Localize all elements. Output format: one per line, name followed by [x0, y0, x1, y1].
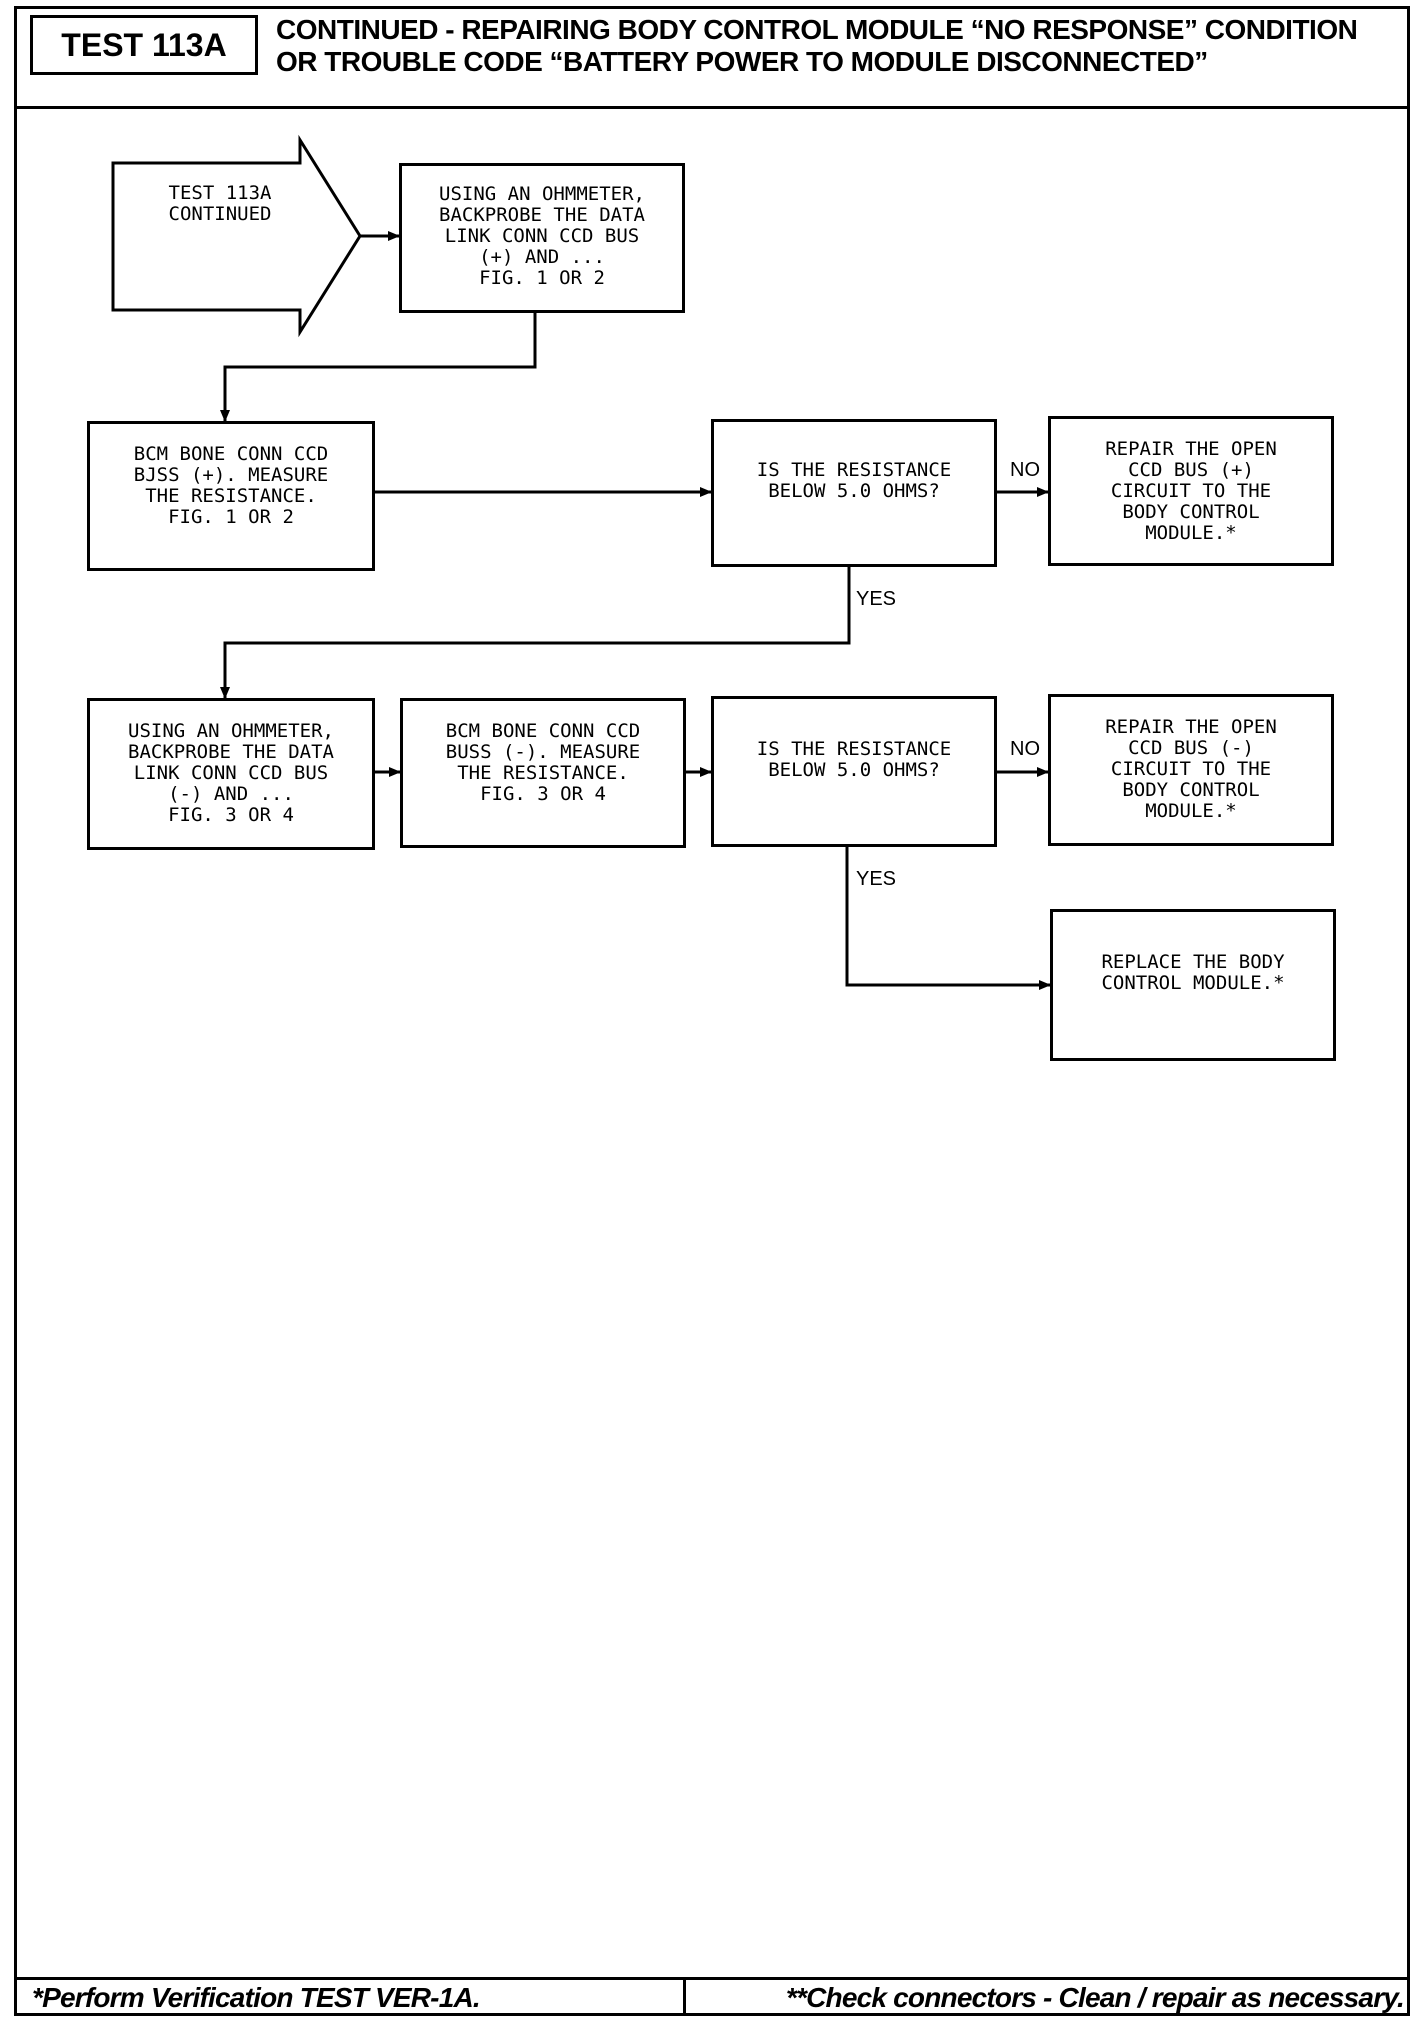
footer-note-left: *Perform Verification TEST VER-1A.: [14, 1980, 686, 2016]
repair1-box: REPAIR THE OPEN CCD BUS (+) CIRCUIT TO T…: [1048, 416, 1334, 566]
entry-arrow-shape: [111, 134, 362, 338]
test-id: TEST 113A: [61, 26, 227, 63]
step4-box: BCM BONE CONN CCD BUSS (-). MEASURE THE …: [400, 698, 686, 848]
step3-box: USING AN OHMMETER, BACKPROBE THE DATA LI…: [87, 698, 375, 850]
replace-text: REPLACE THE BODY CONTROL MODULE.*: [1101, 951, 1285, 994]
repair2-box: REPAIR THE OPEN CCD BUS (-) CIRCUIT TO T…: [1048, 694, 1334, 846]
step2-box: BCM BONE CONN CCD BJSS (+). MEASURE THE …: [87, 421, 375, 571]
step3-text: USING AN OHMMETER, BACKPROBE THE DATA LI…: [128, 720, 334, 826]
no1-label: NO: [1010, 459, 1040, 481]
decision2-text: IS THE RESISTANCE BELOW 5.0 OHMS?: [756, 738, 952, 781]
repair1-text: REPAIR THE OPEN CCD BUS (+) CIRCUIT TO T…: [1105, 438, 1277, 544]
entry-label: TEST 113A CONTINUED: [168, 182, 272, 225]
step1-text: USING AN OHMMETER, BACKPROBE THE DATA LI…: [439, 183, 645, 289]
header: TEST 113A CONTINUED - REPAIRING BODY CON…: [14, 6, 1410, 109]
yes1-label: YES: [856, 588, 897, 610]
replace-box: REPLACE THE BODY CONTROL MODULE.*: [1050, 909, 1336, 1061]
yes2-label: YES: [856, 868, 897, 890]
test-id-box: TEST 113A: [30, 15, 258, 75]
title-line-1: CONTINUED - REPAIRING BODY CONTROL MODUL…: [276, 14, 1358, 45]
footer: *Perform Verification TEST VER-1A. **Che…: [14, 1977, 1410, 2016]
page-frame: [14, 6, 1410, 2016]
step4-text: BCM BONE CONN CCD BUSS (-). MEASURE THE …: [445, 720, 641, 805]
step1-box: USING AN OHMMETER, BACKPROBE THE DATA LI…: [399, 163, 685, 313]
page-title: CONTINUED - REPAIRING BODY CONTROL MODUL…: [276, 14, 1406, 78]
repair2-text: REPAIR THE OPEN CCD BUS (-) CIRCUIT TO T…: [1105, 716, 1277, 822]
decision1-box: IS THE RESISTANCE BELOW 5.0 OHMS?: [711, 419, 997, 567]
decision2-box: IS THE RESISTANCE BELOW 5.0 OHMS?: [711, 696, 997, 847]
step2-text: BCM BONE CONN CCD BJSS (+). MEASURE THE …: [133, 443, 329, 528]
title-line-2: OR TROUBLE CODE “BATTERY POWER TO MODULE…: [276, 46, 1208, 77]
footer-note-right: **Check connectors - Clean / repair as n…: [785, 1982, 1405, 2013]
no2-label: NO: [1010, 738, 1040, 760]
decision1-text: IS THE RESISTANCE BELOW 5.0 OHMS?: [756, 459, 952, 502]
